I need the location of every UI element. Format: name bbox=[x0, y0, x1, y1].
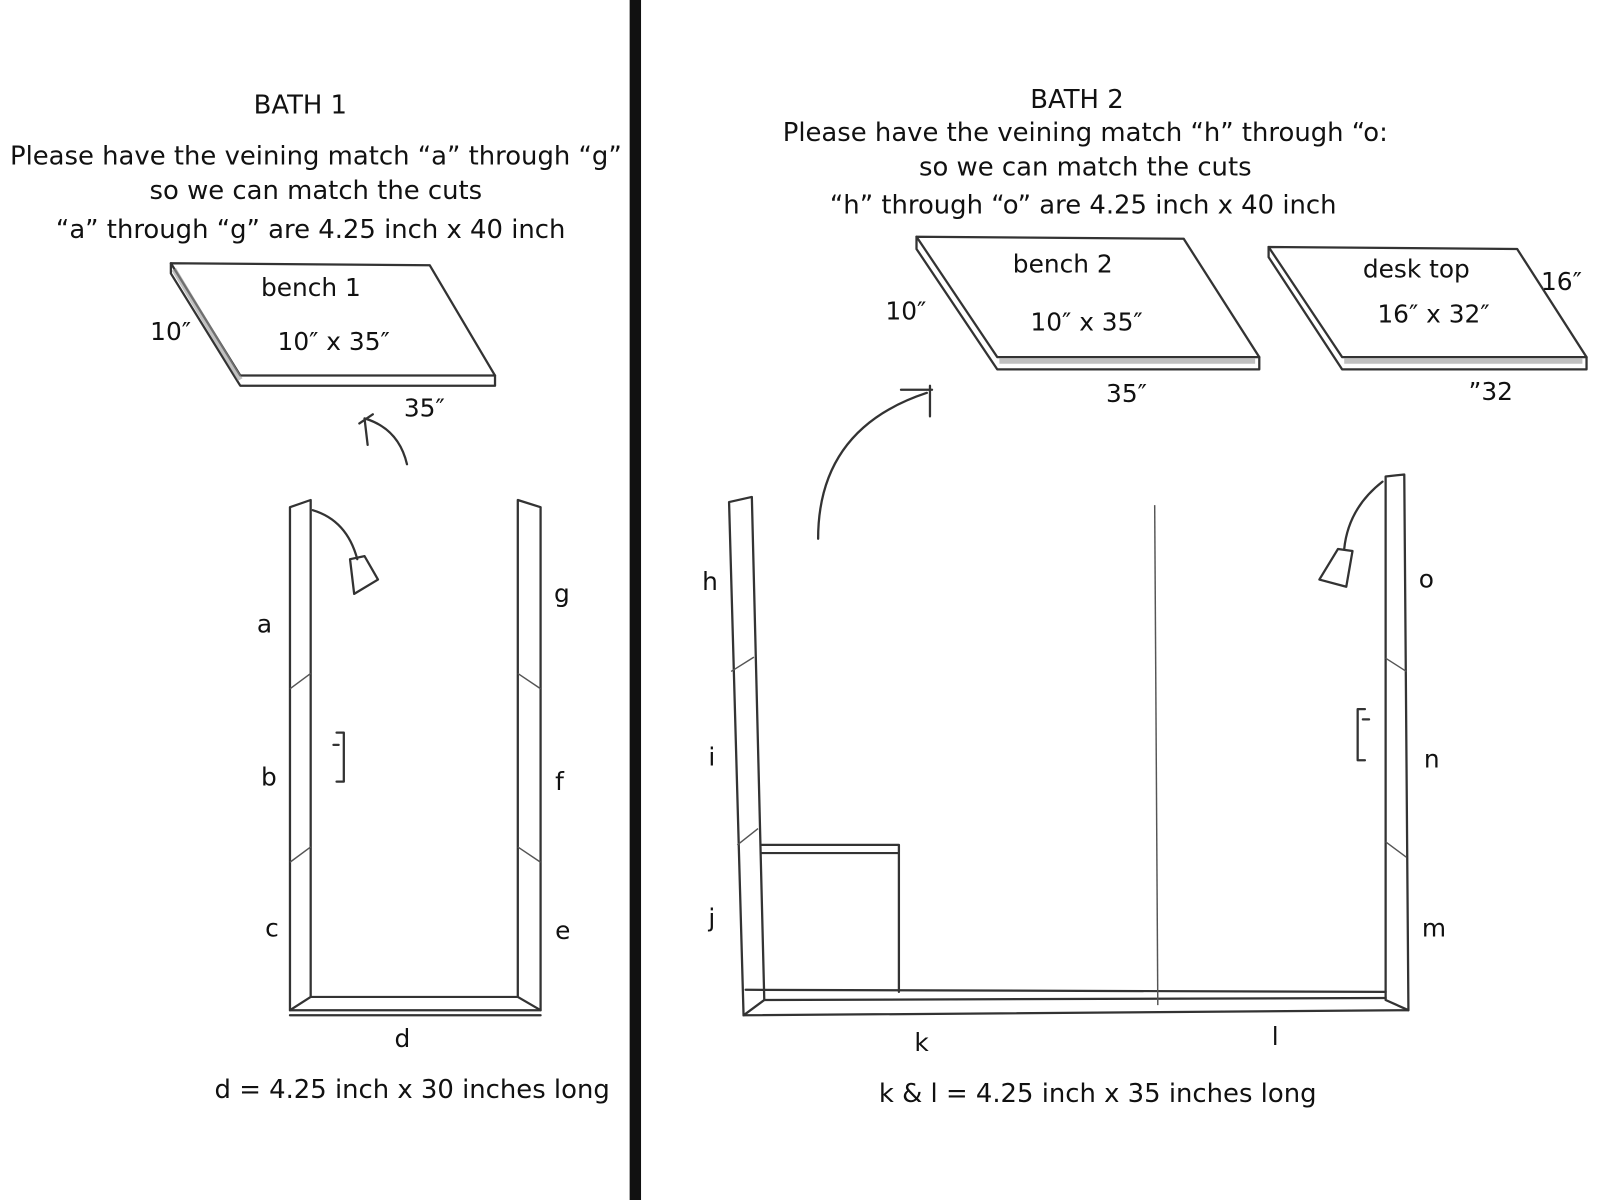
bench1-name: bench 1 bbox=[261, 273, 361, 302]
shower-head-icon bbox=[348, 555, 380, 595]
bath1-piece-labels: a b c d e f g bbox=[257, 579, 571, 1053]
piece-i: i bbox=[708, 742, 715, 771]
panel-divider bbox=[629, 0, 642, 1200]
bench2-sketch: bench 2 10″ x 35″ 10″ 35″ bbox=[816, 235, 1261, 540]
bath2-instruction-1: Please have the veining match “h” throug… bbox=[783, 118, 1388, 148]
bench2-depth: 10″ bbox=[885, 297, 926, 326]
bath2-instruction-2: so we can match the cuts bbox=[919, 153, 1252, 183]
shower-head-arm bbox=[311, 509, 359, 561]
bath1-shower-plan bbox=[288, 498, 542, 1017]
piece-k: k bbox=[914, 1028, 929, 1057]
shower-head-arm bbox=[1343, 480, 1384, 551]
piece-d: d bbox=[395, 1024, 411, 1053]
bench1-size: 10″ x 35″ bbox=[278, 327, 390, 356]
bath1-title: BATH 1 bbox=[254, 90, 347, 120]
bench2-size: 10″ x 35″ bbox=[1030, 308, 1142, 337]
bench1-sketch: bench 1 10″ x 35″ 10″ 35″ bbox=[150, 262, 497, 466]
bench2-name: bench 2 bbox=[1013, 250, 1113, 279]
bath1-note: d = 4.25 inch x 30 inches long bbox=[215, 1075, 610, 1105]
piece-j: j bbox=[707, 904, 715, 933]
bench1-depth: 10″ bbox=[150, 317, 191, 346]
piece-m: m bbox=[1422, 914, 1446, 943]
desk-top-sketch: desk top 16″ x 32″ 16″ ”32 bbox=[1267, 245, 1588, 406]
door-handle-icon bbox=[1356, 708, 1371, 762]
desk-top-size: 16″ x 32″ bbox=[1377, 300, 1489, 329]
shower-head-icon bbox=[1318, 547, 1354, 588]
bench2-length: 35″ bbox=[1106, 379, 1147, 408]
bath2-note: k & l = 4.25 inch x 35 inches long bbox=[879, 1079, 1317, 1109]
bath2-header: BATH 2 Please have the veining match “h”… bbox=[783, 85, 1388, 220]
bath1-instruction-2: so we can match the cuts bbox=[150, 176, 483, 206]
desk-top-length: ”32 bbox=[1468, 377, 1512, 406]
piece-n: n bbox=[1424, 745, 1440, 774]
bath2-title: BATH 2 bbox=[1030, 85, 1123, 115]
bath2-piece-labels: h i j k l m n o bbox=[702, 565, 1446, 1057]
bench-outline bbox=[760, 843, 901, 993]
piece-a: a bbox=[257, 610, 272, 639]
desk-top-name: desk top bbox=[1363, 255, 1470, 284]
piece-h: h bbox=[702, 567, 718, 596]
piece-c: c bbox=[265, 914, 279, 943]
piece-e: e bbox=[555, 916, 570, 945]
piece-l: l bbox=[1272, 1022, 1279, 1051]
bath1-instruction-3: “a” through “g” are 4.25 inch x 40 inch bbox=[56, 215, 566, 245]
bath2-shower-plan bbox=[727, 473, 1410, 1017]
bath1-instruction-1: Please have the veining match “a” throug… bbox=[10, 141, 622, 171]
desk-top-depth: 16″ bbox=[1541, 267, 1582, 296]
piece-o: o bbox=[1419, 565, 1434, 594]
piece-g: g bbox=[554, 579, 570, 608]
arrow-icon bbox=[816, 384, 934, 540]
piece-b: b bbox=[261, 763, 277, 792]
bath1-header: BATH 1 Please have the veining match “a”… bbox=[10, 90, 622, 244]
door-handle-icon bbox=[332, 731, 345, 783]
piece-f: f bbox=[555, 767, 565, 796]
bench1-length: 35″ bbox=[404, 393, 445, 422]
arrow-icon bbox=[358, 413, 409, 466]
bath2-instruction-3: “h” through “o” are 4.25 inch x 40 inch bbox=[830, 190, 1337, 220]
